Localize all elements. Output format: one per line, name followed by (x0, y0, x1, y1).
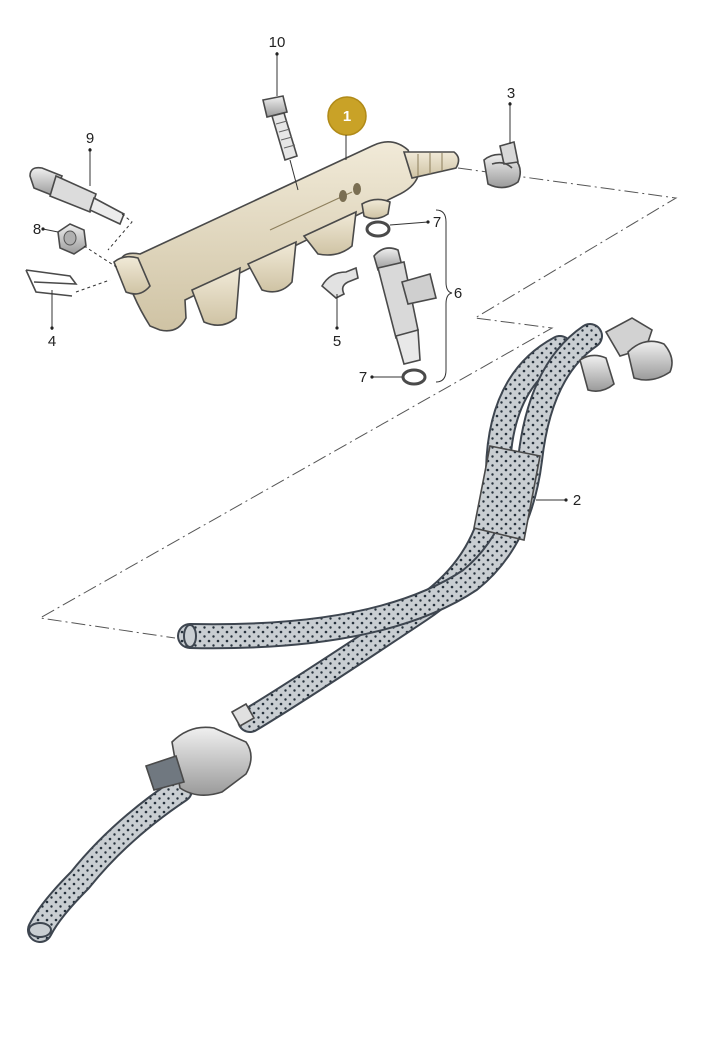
fuel-hose-assembly (27, 317, 673, 943)
nut (57, 223, 87, 255)
o-ring-lower (401, 368, 427, 386)
fuel-rail (113, 141, 460, 332)
callout-1: 1 (343, 108, 351, 125)
callout-9: 9 (86, 130, 94, 147)
callout-7-lower: 7 (359, 369, 367, 386)
bolt (262, 95, 299, 191)
callout-10: 10 (269, 34, 286, 51)
callout-2: 2 (573, 492, 581, 509)
hose-clamp (483, 140, 522, 189)
callout-5: 5 (333, 333, 341, 350)
assembly-boundary-line (38, 167, 678, 639)
part-1-highlight-badge[interactable]: 1 (327, 96, 367, 160)
callout-4: 4 (48, 333, 56, 350)
sensor-link-line (75, 213, 133, 293)
injector-clip (320, 266, 359, 299)
o-ring-upper (365, 220, 391, 238)
callout-6: 6 (454, 285, 462, 302)
pressure-sensor (29, 166, 126, 226)
callout-3: 3 (507, 85, 515, 102)
callout-8: 8 (33, 221, 41, 238)
callout-7-upper: 7 (433, 214, 441, 231)
fuel-injector (373, 247, 437, 365)
retaining-clip (25, 269, 78, 297)
